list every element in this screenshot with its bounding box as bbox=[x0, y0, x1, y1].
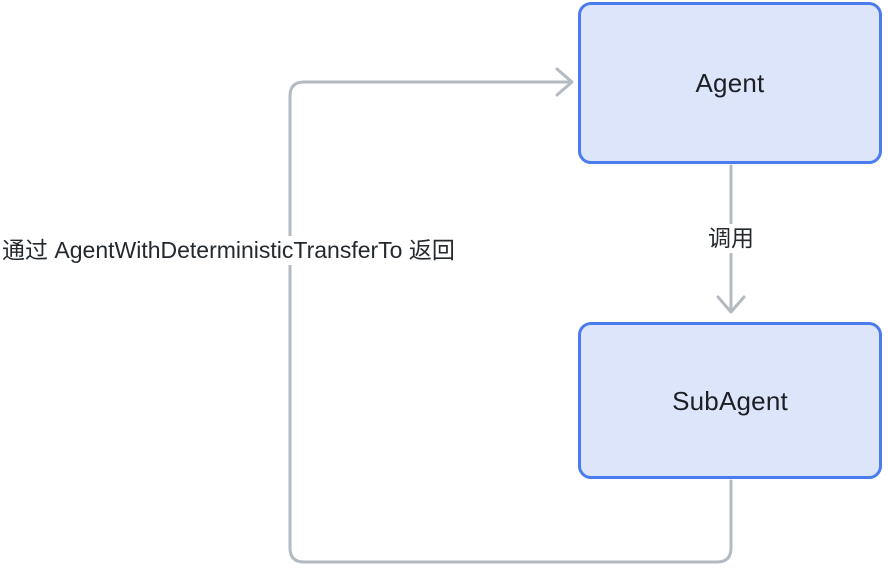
edge-return-arrowhead-icon bbox=[555, 67, 574, 97]
edge-call-label: 调用 bbox=[702, 224, 760, 254]
node-subagent[interactable]: SubAgent bbox=[578, 322, 882, 479]
edge-call-arrowhead-icon bbox=[716, 295, 746, 314]
node-agent-label: Agent bbox=[695, 68, 765, 98]
edge-return-label: 通过 AgentWithDeterministicTransferTo 返回 bbox=[0, 236, 588, 266]
node-agent[interactable]: Agent bbox=[578, 2, 882, 164]
node-subagent-label: SubAgent bbox=[672, 385, 788, 416]
